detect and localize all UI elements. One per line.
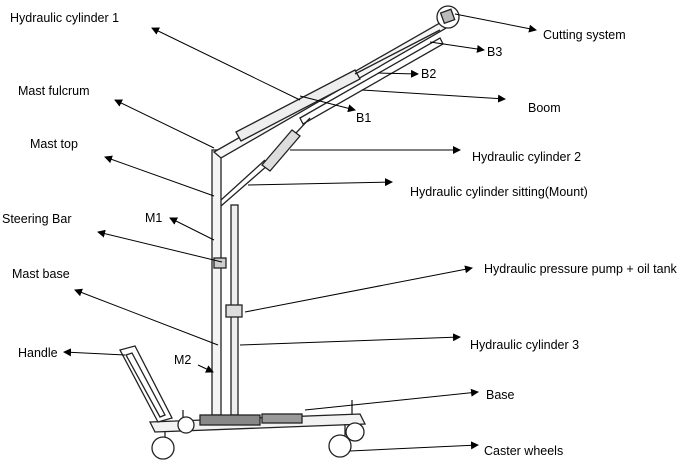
hydraulic-cylinder-1 <box>235 69 361 142</box>
hydraulic-cylinder-2 <box>261 129 301 172</box>
callout-arrows <box>63 13 537 452</box>
callout-labels: Hydraulic cylinder 1 Cutting system B3 B… <box>2 11 678 458</box>
caster-wheel <box>177 416 195 434</box>
arrow-caster-wheels <box>349 441 479 452</box>
label-steering-bar: Steering Bar <box>2 212 71 226</box>
mast <box>211 149 222 416</box>
arrow-cutting-system <box>454 13 537 33</box>
arrow-hydraulic-cylinder-1 <box>151 27 301 101</box>
label-mast-top: Mast top <box>30 137 78 151</box>
label-m2: M2 <box>174 353 191 367</box>
label-b3: B3 <box>487 45 502 59</box>
label-boom: Boom <box>528 101 561 115</box>
arrow-steering-bar <box>97 229 223 263</box>
label-b1: B1 <box>356 111 371 125</box>
label-base: Base <box>486 388 515 402</box>
crane-illustration <box>119 5 460 460</box>
label-cylinder-mount: Hydraulic cylinder sitting(Mount) <box>410 185 588 199</box>
caster-wheel <box>328 434 352 458</box>
label-hydraulic-cylinder-1: Hydraulic cylinder 1 <box>10 11 119 25</box>
arrow-handle <box>63 348 126 357</box>
arrow-b3 <box>429 41 485 53</box>
arrow-b2 <box>377 69 419 78</box>
label-b2: B2 <box>421 67 436 81</box>
label-mast-fulcrum: Mast fulcrum <box>18 84 90 98</box>
label-mast-base: Mast base <box>12 267 70 281</box>
label-hydraulic-cylinder-3: Hydraulic cylinder 3 <box>470 338 579 352</box>
arrow-m2 <box>197 364 214 373</box>
label-m1: M1 <box>145 211 162 225</box>
arrow-m1 <box>169 217 215 241</box>
arrow-pump-tank <box>244 265 473 313</box>
label-cutting-system: Cutting system <box>543 28 626 42</box>
label-handle: Handle <box>18 346 58 360</box>
label-hydraulic-cylinder-2: Hydraulic cylinder 2 <box>472 150 581 164</box>
arrow-base <box>304 388 479 411</box>
arrow-cylinder-mount <box>247 178 393 187</box>
arrow-hydraulic-cylinder-3 <box>239 333 461 346</box>
arrow-mast-top <box>104 155 215 197</box>
caster-wheel <box>151 436 175 460</box>
arrow-mast-fulcrum <box>114 99 215 149</box>
label-caster-wheels: Caster wheels <box>484 444 563 458</box>
arrow-mast-base <box>74 288 219 346</box>
caster-wheel <box>345 422 365 442</box>
label-pump-tank: Hydraulic pressure pump + oil tank <box>484 262 678 276</box>
arrow-boom <box>361 89 506 103</box>
arrow-b1 <box>299 95 356 113</box>
